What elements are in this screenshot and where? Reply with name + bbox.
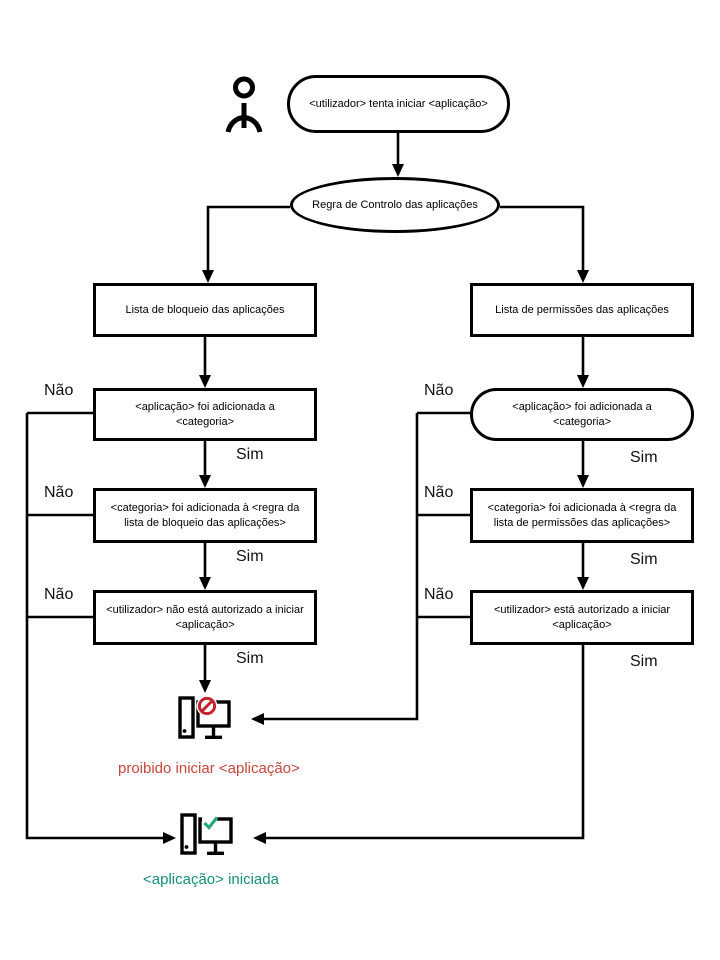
forbidden-result-text: proibido iniciar <aplicação> (118, 760, 300, 777)
branch-label-yes: Sim (630, 449, 658, 466)
branch-label-yes: Sim (630, 653, 658, 670)
branch-label-yes: Sim (236, 446, 264, 463)
branch-label-no: Não (424, 484, 454, 501)
user-icon (225, 76, 263, 133)
node-start: <utilizador> tenta iniciar <aplicação> (287, 75, 510, 133)
blocked-computer-icon (178, 695, 231, 739)
branch-label-no: Não (44, 382, 74, 399)
started-computer-icon (180, 813, 233, 855)
branch-label-no: Não (44, 484, 74, 501)
node-block-app-added-label: <aplicação> foi adicionada a <categoria> (135, 400, 275, 428)
branch-label-yes: Sim (630, 551, 658, 568)
branch-label-no: Não (424, 586, 454, 603)
node-block-cat-added-label: <categoria> foi adicionada à <regra da l… (110, 501, 300, 529)
node-allow-user: <utilizador> está autorizado a iniciar <… (470, 590, 694, 645)
node-blocklist: Lista de bloqueio das aplicações (93, 283, 317, 337)
node-rule: Regra de Controlo das aplicações (290, 177, 500, 233)
branch-label-yes: Sim (236, 548, 264, 565)
node-allowlist-label: Lista de permissões das aplicações (495, 303, 669, 316)
node-allowlist: Lista de permissões das aplicações (470, 283, 694, 337)
started-result-text: <aplicação> iniciada (143, 871, 279, 888)
branch-label-no: Não (424, 382, 454, 399)
branch-label-yes: Sim (236, 650, 264, 667)
node-rule-label: Regra de Controlo das aplicações (312, 198, 478, 211)
node-allow-app-added: <aplicação> foi adicionada a <categoria> (470, 388, 694, 441)
node-allow-cat-added: <categoria> foi adicionada à <regra da l… (470, 488, 694, 543)
node-blocklist-label: Lista de bloqueio das aplicações (125, 303, 285, 316)
node-block-user: <utilizador> não está autorizado a inici… (93, 590, 317, 645)
node-allow-app-added-label: <aplicação> foi adicionada a <categoria> (512, 400, 652, 428)
node-block-user-label: <utilizador> não está autorizado a inici… (106, 603, 304, 631)
branch-label-no: Não (44, 586, 74, 603)
node-allow-user-label: <utilizador> está autorizado a iniciar <… (493, 603, 671, 631)
node-allow-cat-added-label: <categoria> foi adicionada à <regra da l… (487, 501, 677, 529)
node-block-app-added: <aplicação> foi adicionada a <categoria> (93, 388, 317, 441)
node-block-cat-added: <categoria> foi adicionada à <regra da l… (93, 488, 317, 543)
node-start-label: <utilizador> tenta iniciar <aplicação> (309, 97, 488, 110)
